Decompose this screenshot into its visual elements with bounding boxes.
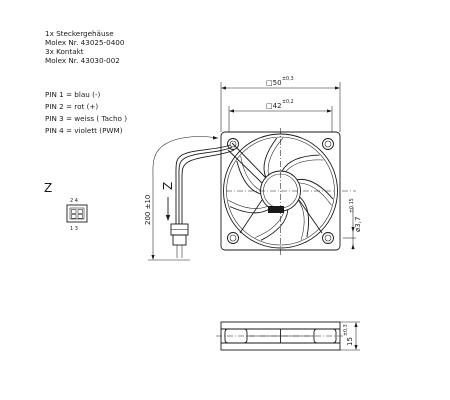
dim-inner-square: □42 ±0,2 bbox=[228, 99, 333, 132]
pin-line-1: PIN 1 = blau (-) bbox=[45, 90, 100, 99]
dim-hole-value: ø3,7 bbox=[354, 217, 362, 232]
pin-cavity bbox=[71, 209, 77, 214]
note-line-3: 3x Kontakt bbox=[45, 47, 84, 56]
fan-front-view bbox=[220, 128, 356, 255]
mounting-hole bbox=[322, 232, 334, 244]
view-label-z: Z bbox=[44, 181, 52, 195]
label-plate bbox=[268, 206, 284, 213]
dim-hole-tol: ±0,15 bbox=[349, 198, 355, 213]
dim-inner-tol: ±0,2 bbox=[282, 99, 294, 105]
dim-hole-diameter: ø3,7 ±0,15 bbox=[343, 198, 362, 250]
dim-cable-value: 200 ±10 bbox=[144, 195, 152, 225]
dim-thickness: 15 ±0,3 bbox=[340, 321, 360, 351]
pin-line-3: PIN 3 = weiss ( Tacho ) bbox=[45, 114, 127, 123]
view-arrow-z: Z bbox=[161, 182, 175, 221]
connector-notes: 1x Steckergehäuse Molex Nr. 43025-0400 3… bbox=[45, 29, 125, 65]
pin-cavity bbox=[77, 214, 83, 219]
fan-cable bbox=[170, 144, 235, 258]
mounting-hole bbox=[227, 138, 239, 150]
mounting-hole bbox=[227, 232, 239, 244]
fan-blade-edge bbox=[240, 155, 261, 191]
connector-housing bbox=[66, 204, 88, 223]
note-line-2: Molex Nr. 43025-0400 bbox=[45, 38, 125, 47]
dim-thickness-value: 15 bbox=[346, 337, 354, 346]
fan-blade bbox=[263, 137, 278, 178]
fan-blade bbox=[281, 154, 320, 172]
dim-outer-value: □50 bbox=[266, 79, 282, 87]
dim-thickness-tol: ±0,3 bbox=[343, 324, 349, 336]
pin-number-bottom: 1 3 bbox=[70, 226, 78, 232]
fan-blade bbox=[260, 209, 289, 241]
connector-view-z: Z 2 4 1 3 bbox=[44, 181, 88, 232]
view-arrow-label: Z bbox=[161, 182, 175, 190]
fan-blade-edge bbox=[228, 200, 268, 209]
fan-blade-edge bbox=[267, 137, 284, 176]
dim-inner-value: □42 bbox=[266, 102, 282, 110]
fan-blade-edge bbox=[285, 159, 324, 172]
frame-strut bbox=[298, 199, 323, 234]
pin-cavity bbox=[77, 209, 83, 214]
fan-blade-edge bbox=[298, 182, 332, 206]
dim-outer-square: □50 ±0,3 bbox=[220, 76, 341, 132]
dim-cable-length: 200 ±10 bbox=[144, 136, 219, 261]
fan-blade-edge bbox=[297, 200, 305, 240]
note-line-4: Molex Nr. 43030-002 bbox=[45, 56, 120, 65]
dim-outer-tol: ±0,3 bbox=[282, 76, 294, 82]
pin-assignment: PIN 1 = blau (-) PIN 2 = rot (+) PIN 3 =… bbox=[45, 90, 127, 135]
pin-number-top: 2 4 bbox=[70, 198, 78, 204]
pin-line-2: PIN 2 = rot (+) bbox=[45, 102, 98, 111]
note-line-1: 1x Steckergehäuse bbox=[45, 29, 114, 38]
fan-blade bbox=[296, 178, 334, 200]
frame-strut bbox=[227, 149, 263, 184]
frame-strut bbox=[239, 199, 263, 234]
fan-blade bbox=[236, 160, 261, 195]
fan-blade-edge bbox=[255, 210, 285, 238]
fan-side-view bbox=[216, 321, 345, 351]
pin-line-4: PIN 4 = violett (PWM) bbox=[45, 126, 123, 135]
pin-cavity bbox=[71, 214, 77, 219]
mounting-hole bbox=[322, 138, 334, 150]
